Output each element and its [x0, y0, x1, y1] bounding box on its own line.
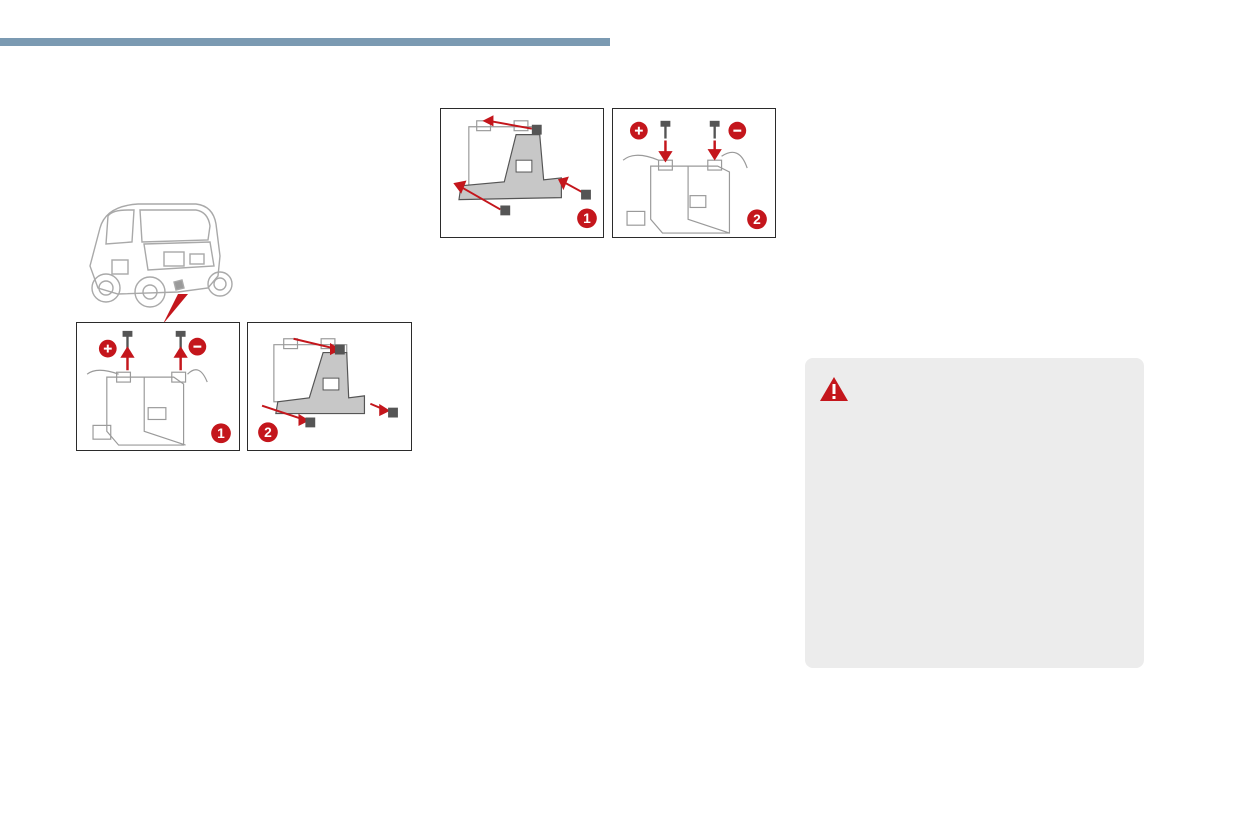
step-panel-reconnect: 2 [612, 108, 776, 238]
svg-text:1: 1 [583, 211, 591, 226]
step-panel-install-bracket: 1 [440, 108, 604, 238]
minus-sign-icon [728, 121, 747, 140]
step-panel-bracket: 2 [247, 322, 412, 451]
vehicle-illustration [78, 196, 248, 328]
plus-sign-icon [98, 339, 117, 358]
minus-sign-icon [188, 337, 207, 356]
step-badge-1 [577, 208, 597, 229]
step-badge-1 [211, 423, 231, 444]
car-icon [89, 203, 233, 324]
warning-box [805, 358, 1144, 668]
plus-sign-icon [630, 121, 648, 140]
svg-text:2: 2 [753, 212, 761, 227]
svg-text:2: 2 [264, 425, 272, 440]
svg-text:1: 1 [217, 426, 225, 441]
warning-triangle-icon [820, 377, 848, 401]
step-panel-terminals: 1 [76, 322, 240, 451]
step-badge-2 [747, 209, 767, 230]
header-bar [0, 38, 610, 46]
step-badge-2 [258, 422, 278, 443]
